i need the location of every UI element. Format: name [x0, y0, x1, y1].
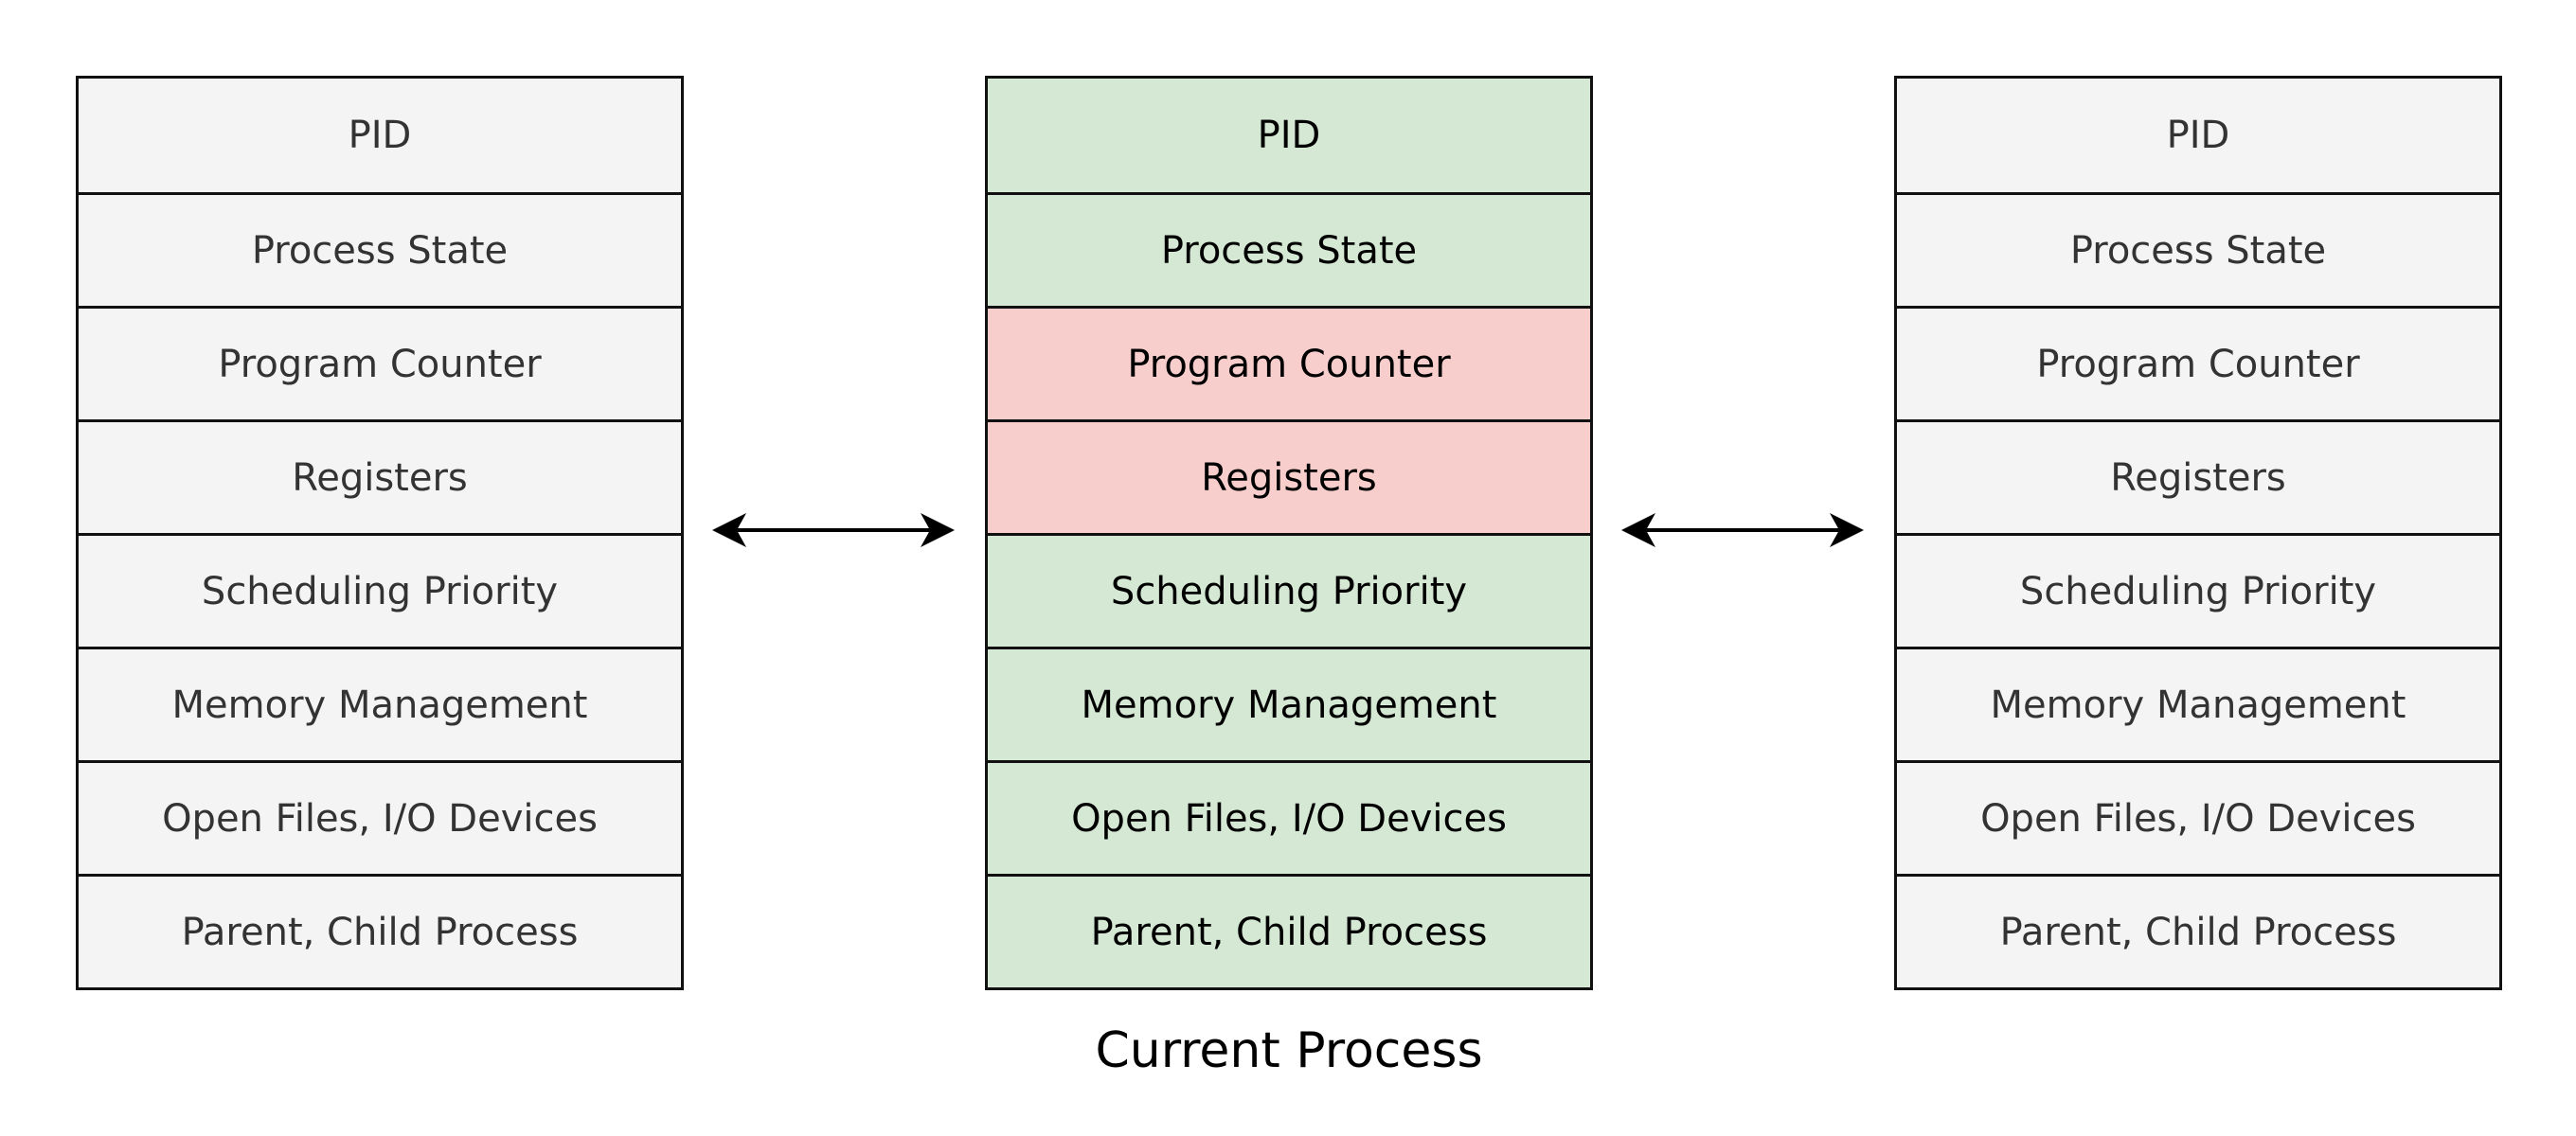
pcb-left-field-program-counter: Program Counter	[79, 306, 681, 419]
pcb-left-field-pid: PID	[79, 79, 681, 192]
pcb-center-field-open-files: Open Files, I/O Devices	[988, 760, 1590, 874]
pcb-center-field-pid: PID	[988, 79, 1590, 192]
pcb-center-field-memory-management: Memory Management	[988, 647, 1590, 760]
pcb-left-field-memory-management: Memory Management	[79, 647, 681, 760]
pcb-left-field-registers: Registers	[79, 419, 681, 533]
pcb-left-field-process-state: Process State	[79, 192, 681, 306]
pcb-center: PID Process State Program Counter Regist…	[985, 76, 1593, 990]
right-double-arrow-icon	[1621, 513, 1864, 547]
pcb-center-field-process-state: Process State	[988, 192, 1590, 306]
pcb-left: PID Process State Program Counter Regist…	[76, 76, 684, 990]
pcb-center-field-program-counter: Program Counter	[988, 306, 1590, 419]
pcb-right-field-registers: Registers	[1897, 419, 2499, 533]
left-double-arrow-icon	[712, 513, 955, 547]
pcb-left-field-open-files: Open Files, I/O Devices	[79, 760, 681, 874]
pcb-center-field-registers: Registers	[988, 419, 1590, 533]
pcb-right-field-process-state: Process State	[1897, 192, 2499, 306]
pcb-left-field-scheduling-priority: Scheduling Priority	[79, 533, 681, 647]
pcb-center-field-scheduling-priority: Scheduling Priority	[988, 533, 1590, 647]
pcb-right-field-scheduling-priority: Scheduling Priority	[1897, 533, 2499, 647]
pcb-right-field-parent-child: Parent, Child Process	[1897, 874, 2499, 987]
current-process-caption: Current Process	[1095, 1022, 1483, 1079]
pcb-right-field-memory-management: Memory Management	[1897, 647, 2499, 760]
pcb-right: PID Process State Program Counter Regist…	[1894, 76, 2502, 990]
pcb-left-field-parent-child: Parent, Child Process	[79, 874, 681, 987]
pcb-right-field-open-files: Open Files, I/O Devices	[1897, 760, 2499, 874]
pcb-right-field-program-counter: Program Counter	[1897, 306, 2499, 419]
pcb-center-field-parent-child: Parent, Child Process	[988, 874, 1590, 987]
pcb-right-field-pid: PID	[1897, 79, 2499, 192]
